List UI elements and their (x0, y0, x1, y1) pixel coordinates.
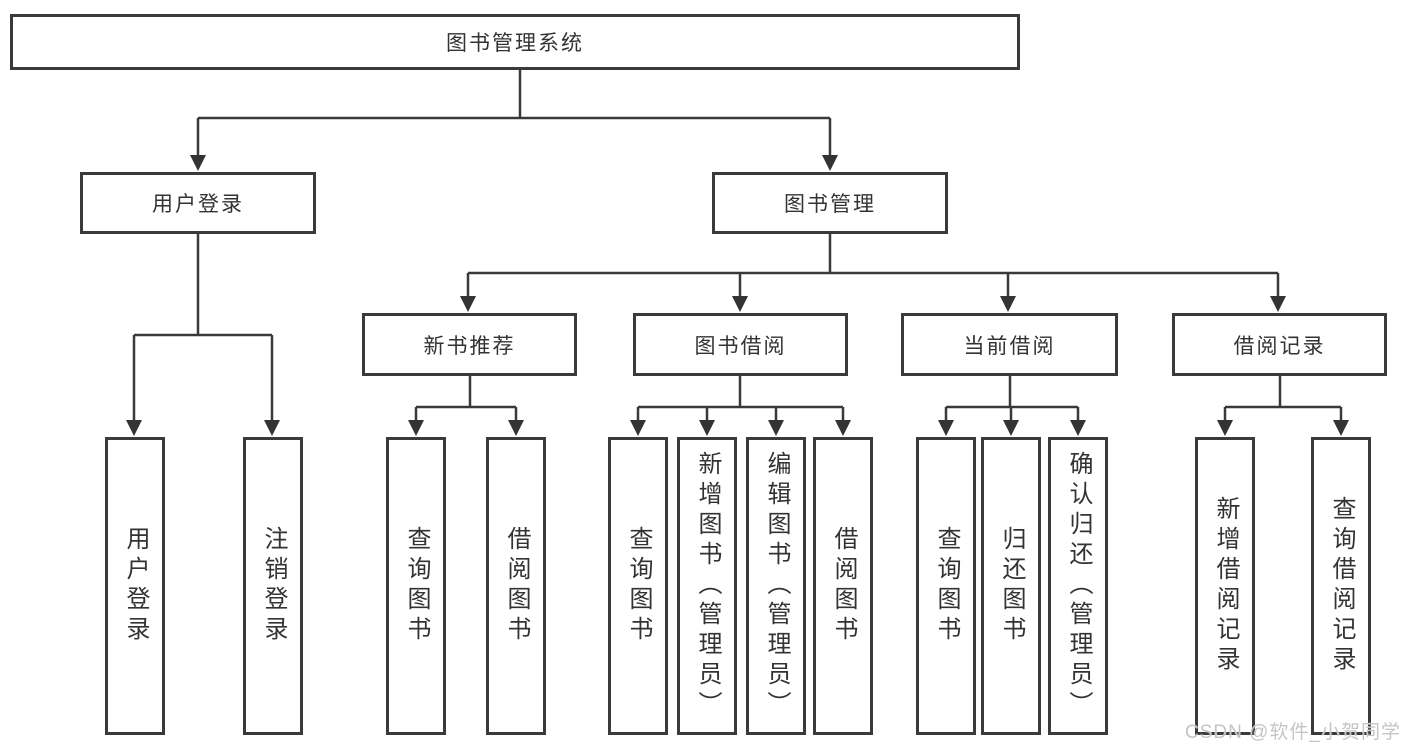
leaf-confirm-return-admin: 确认归还（管理员） (1048, 437, 1108, 735)
node-new-book-recommend: 新书推荐 (362, 313, 577, 376)
node-book-borrow: 图书借阅 (633, 313, 848, 376)
leaf-label: 借阅图书 (503, 526, 530, 646)
leaf-label: 查询图书 (933, 526, 960, 646)
leaf-borrow-books-recommend: 借阅图书 (486, 437, 546, 735)
leaf-query-books-borrow: 查询图书 (608, 437, 668, 735)
connector-root-to-level1 (190, 70, 838, 171)
connector-current-borrow-children (938, 376, 1086, 436)
leaf-return-books: 归还图书 (981, 437, 1041, 735)
node-root-system: 图书管理系统 (10, 14, 1020, 70)
leaf-label: 编辑图书（管理员） (763, 451, 790, 721)
leaf-label: 归还图书 (998, 526, 1025, 646)
leaf-edit-books-admin: 编辑图书（管理员） (746, 437, 806, 735)
leaf-label: 用户登录 (122, 526, 149, 646)
leaf-label: 借阅图书 (830, 526, 857, 646)
node-user-login: 用户登录 (80, 172, 316, 234)
connector-book-management-children (460, 234, 1286, 312)
leaf-query-books-recommend: 查询图书 (386, 437, 446, 735)
connector-book-borrow-children (630, 376, 851, 436)
node-borrow-records: 借阅记录 (1172, 313, 1387, 376)
connector-borrow-records-children (1217, 376, 1349, 436)
leaf-user-login: 用户登录 (105, 437, 165, 735)
connector-new-book-children (408, 376, 524, 436)
leaf-label: 查询图书 (625, 526, 652, 646)
node-book-management: 图书管理 (712, 172, 948, 234)
leaf-label: 查询图书 (403, 526, 430, 646)
leaf-logout: 注销登录 (243, 437, 303, 735)
leaf-label: 新增借阅记录 (1212, 496, 1239, 676)
csdn-watermark: CSDN @软件_小贺同学 (1185, 722, 1401, 743)
leaf-label: 查询借阅记录 (1328, 496, 1355, 676)
leaf-label: 新增图书（管理员） (694, 451, 721, 721)
leaf-label: 注销登录 (260, 526, 287, 646)
node-current-borrow: 当前借阅 (901, 313, 1118, 376)
leaf-add-borrow-record: 新增借阅记录 (1195, 437, 1255, 735)
leaf-add-books-admin: 新增图书（管理员） (677, 437, 737, 735)
connector-user-login-children (126, 234, 280, 436)
leaf-query-borrow-record: 查询借阅记录 (1311, 437, 1371, 735)
leaf-borrow-books: 借阅图书 (813, 437, 873, 735)
leaf-query-books-current: 查询图书 (916, 437, 976, 735)
leaf-label: 确认归还（管理员） (1065, 451, 1092, 721)
